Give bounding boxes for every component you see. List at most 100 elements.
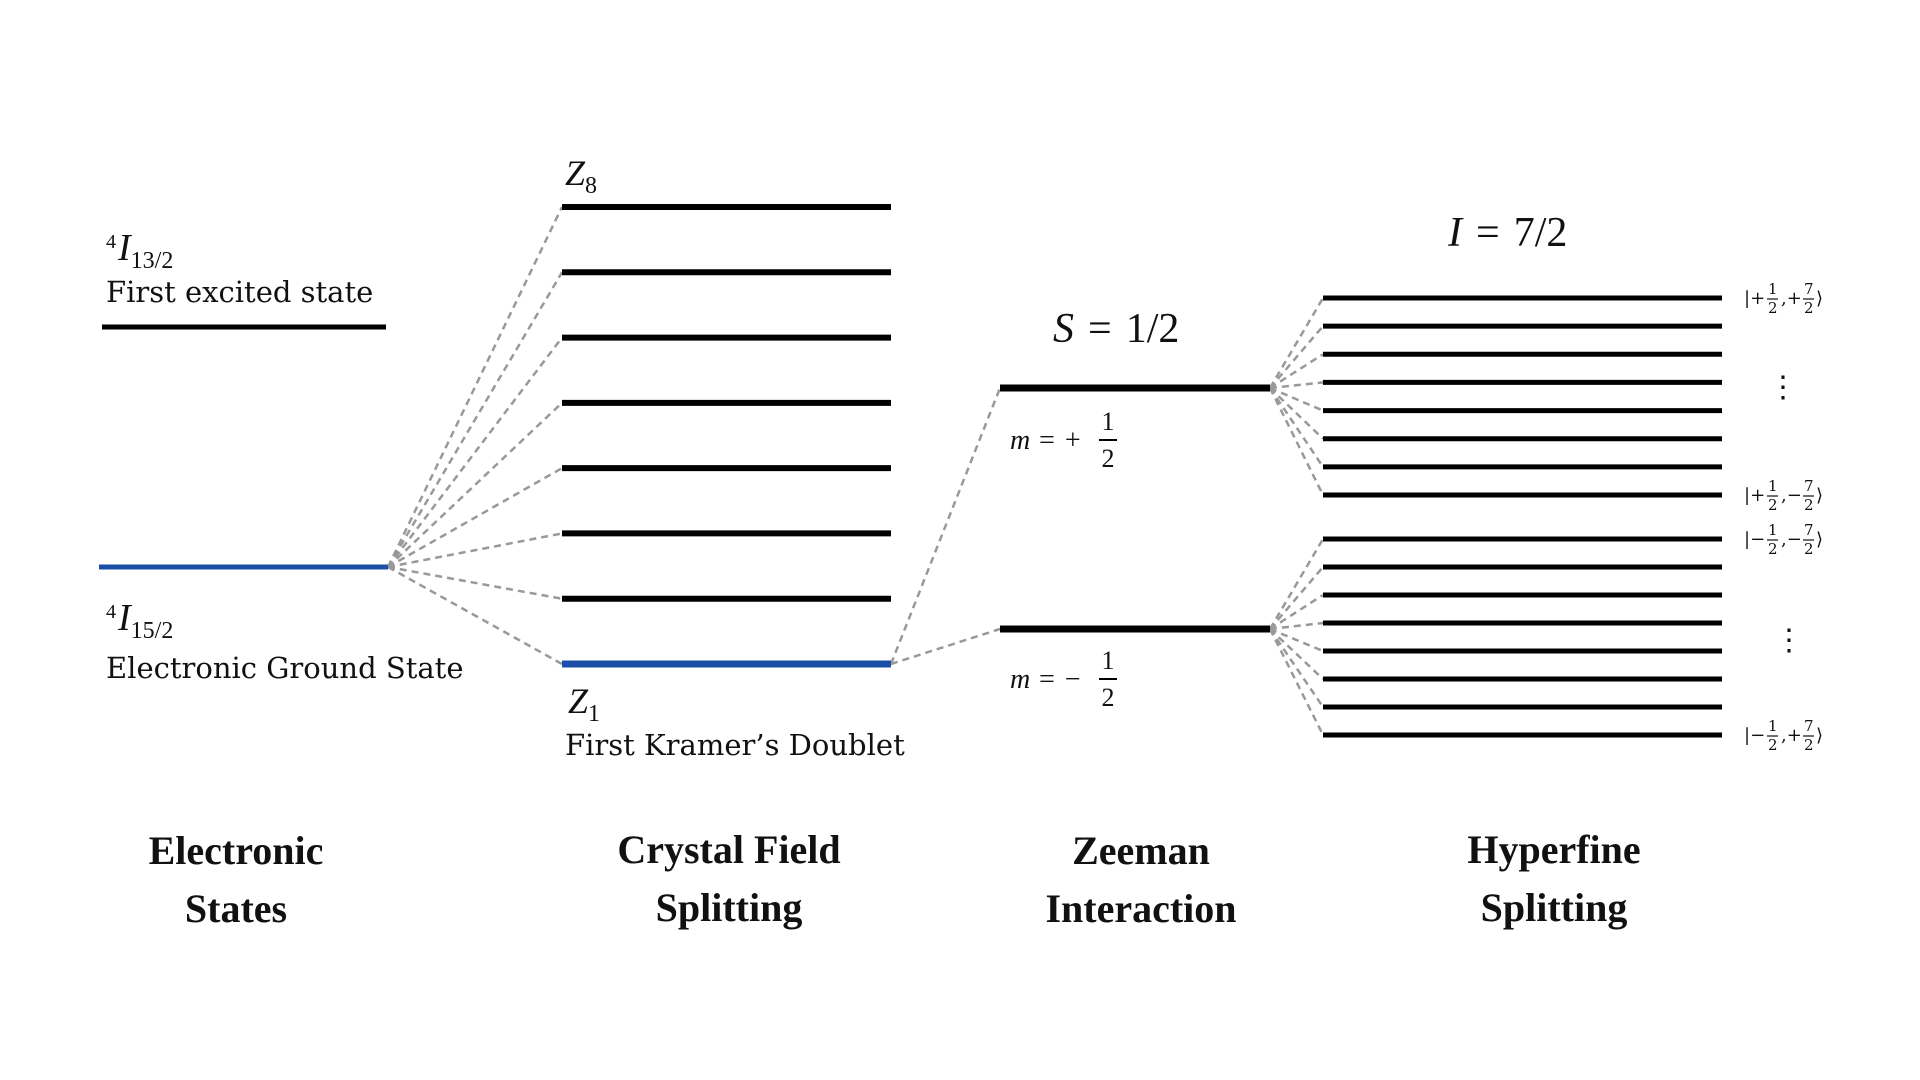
ground-to-crystal-connector [387,565,563,666]
zeeman-to-hyperfine-connector [1269,353,1324,390]
ground-term-letter: I [117,597,133,639]
ground-term-j: 15/2 [131,618,174,644]
crystal-top-index: 8 [585,173,597,199]
column-headers: Electronic States Crystal Field Splittin… [149,827,1641,931]
crystal-top-label: Z8 [565,153,597,199]
excited-term-symbol: 4I13/2 [106,227,173,274]
excited-term-multiplicity: 4 [106,231,116,253]
ket-ms-den: 2 [1768,496,1778,514]
hyperfine-spin-label: I = 7/2 [1447,210,1567,256]
crystal-field-column [562,204,891,668]
ket-close: ⟩ [1816,725,1823,746]
ket-mi-den: 2 [1804,496,1814,514]
crystal-top-letter: Z [565,153,586,193]
ground-to-crystal-connector [387,565,563,600]
ket-open: |− [1744,725,1765,746]
lower-ellipsis: ⋮ [1774,624,1804,657]
connector-group [386,206,1325,736]
ket-label: |+12,+72⟩ [1744,280,1823,317]
ket-open: |+ [1744,485,1765,506]
zeeman-lower-m-den: 2 [1102,683,1115,712]
ground-to-crystal-connector [387,336,563,568]
ket-ms-num: 1 [1768,280,1778,298]
excited-term-letter: I [117,227,133,269]
header-hyperfine-line1: Hyperfine [1467,827,1640,872]
zeeman-to-hyperfine-connector [1269,325,1324,389]
zeeman-upper-m-num: 1 [1102,407,1115,436]
zeeman-lower-m-label: m = − [1010,664,1082,695]
ket-separator: ,+ [1781,725,1802,746]
ket-label: |−12,+72⟩ [1744,717,1823,754]
ground-term-multiplicity: 4 [106,601,116,623]
electronic-states-column: 4I13/2 First excited state 4I15/2 Electr… [99,227,464,685]
ket-open: |− [1744,529,1765,550]
zeeman-to-hyperfine-connector [1268,628,1325,708]
ket-mi-den: 2 [1804,736,1814,754]
ket-label: |+12,−72⟩ [1744,477,1823,514]
ket-separator: ,+ [1781,288,1802,309]
ket-ms-den: 2 [1768,299,1778,317]
ket-mi-num: 7 [1804,717,1814,735]
hyperfine-spin-equals: = [1476,210,1500,256]
zeeman-upper-m-label: m = + [1010,425,1082,456]
ket-close: ⟩ [1816,529,1823,550]
hyperfine-spin-value: 7/2 [1514,210,1568,256]
ket-ms-num: 1 [1768,477,1778,495]
crystal-bottom-index: 1 [588,701,600,727]
header-zeeman-line2: Interaction [1045,886,1236,931]
ground-to-crystal-connector [387,532,563,569]
zeeman-to-hyperfine-connector [1269,566,1324,630]
ket-ms-num: 1 [1768,521,1778,539]
zeeman-spin-equals: = [1088,306,1112,352]
zeeman-to-hyperfine-connector [1268,628,1325,736]
upper-ellipsis: ⋮ [1768,371,1798,404]
ket-separator: ,− [1781,529,1802,550]
header-crystal-line1: Crystal Field [617,827,840,872]
ground-term-symbol: 4I15/2 [106,597,173,644]
header-crystal-line2: Splitting [656,885,803,930]
crystal-bottom-caption: First Kramer’s Doublet [565,728,905,762]
z1-to-zeeman-upper-connector [889,387,1002,665]
ket-mi-den: 2 [1804,540,1814,558]
excited-state-label: First excited state [106,275,373,309]
zeeman-to-hyperfine-connector [1268,387,1325,468]
ket-close: ⟩ [1816,288,1823,309]
zeeman-to-hyperfine-connector [1269,593,1324,631]
ket-mi-num: 7 [1804,280,1814,298]
hyperfine-column [1323,295,1722,738]
ket-mi-num: 7 [1804,477,1814,495]
ground-state-label: Electronic Ground State [106,651,464,685]
ground-to-crystal-connector [386,206,564,568]
ket-mi-num: 7 [1804,521,1814,539]
zeeman-to-hyperfine-connector [1269,621,1324,631]
zeeman-upper-m-den: 2 [1102,444,1115,473]
hyperfine-spin-symbol: I [1447,210,1464,256]
excited-term-j: 13/2 [131,248,174,274]
zeeman-to-hyperfine-connector [1269,387,1324,440]
z1-to-zeeman-lower-connector [890,627,1001,666]
ket-label: |−12,−72⟩ [1744,521,1823,558]
zeeman-column: S=1/2 m = + 1 2 m = − 1 2 [1000,306,1270,712]
ket-open: |+ [1744,288,1765,309]
zeeman-to-hyperfine-connector [1269,381,1324,390]
ground-to-crystal-connector [387,401,563,568]
zeeman-to-hyperfine-connector [1268,387,1325,496]
crystal-bottom-letter: Z [568,681,589,721]
header-electronic-line2: States [185,886,287,931]
header-hyperfine-line2: Splitting [1481,885,1628,930]
zeeman-lower-m-num: 1 [1102,646,1115,675]
zeeman-to-hyperfine-connector [1268,297,1325,389]
hyperfine-ket-labels: |+12,+72⟩|+12,−72⟩|−12,−72⟩|−12,+72⟩ [1744,280,1823,754]
ground-to-crystal-connector [387,467,563,569]
zeeman-spin-symbol: S [1053,306,1074,352]
ground-to-crystal-connector [386,271,564,568]
zeeman-spin-label: S=1/2 [1053,306,1179,352]
ket-ms-den: 2 [1768,540,1778,558]
ket-ms-num: 1 [1768,717,1778,735]
zeeman-to-hyperfine-connector [1269,386,1324,412]
crystal-bottom-label: Z1 [568,681,600,727]
zeeman-to-hyperfine-connector [1268,538,1325,630]
header-zeeman-line1: Zeeman [1072,828,1210,873]
ket-close: ⟩ [1816,485,1823,506]
